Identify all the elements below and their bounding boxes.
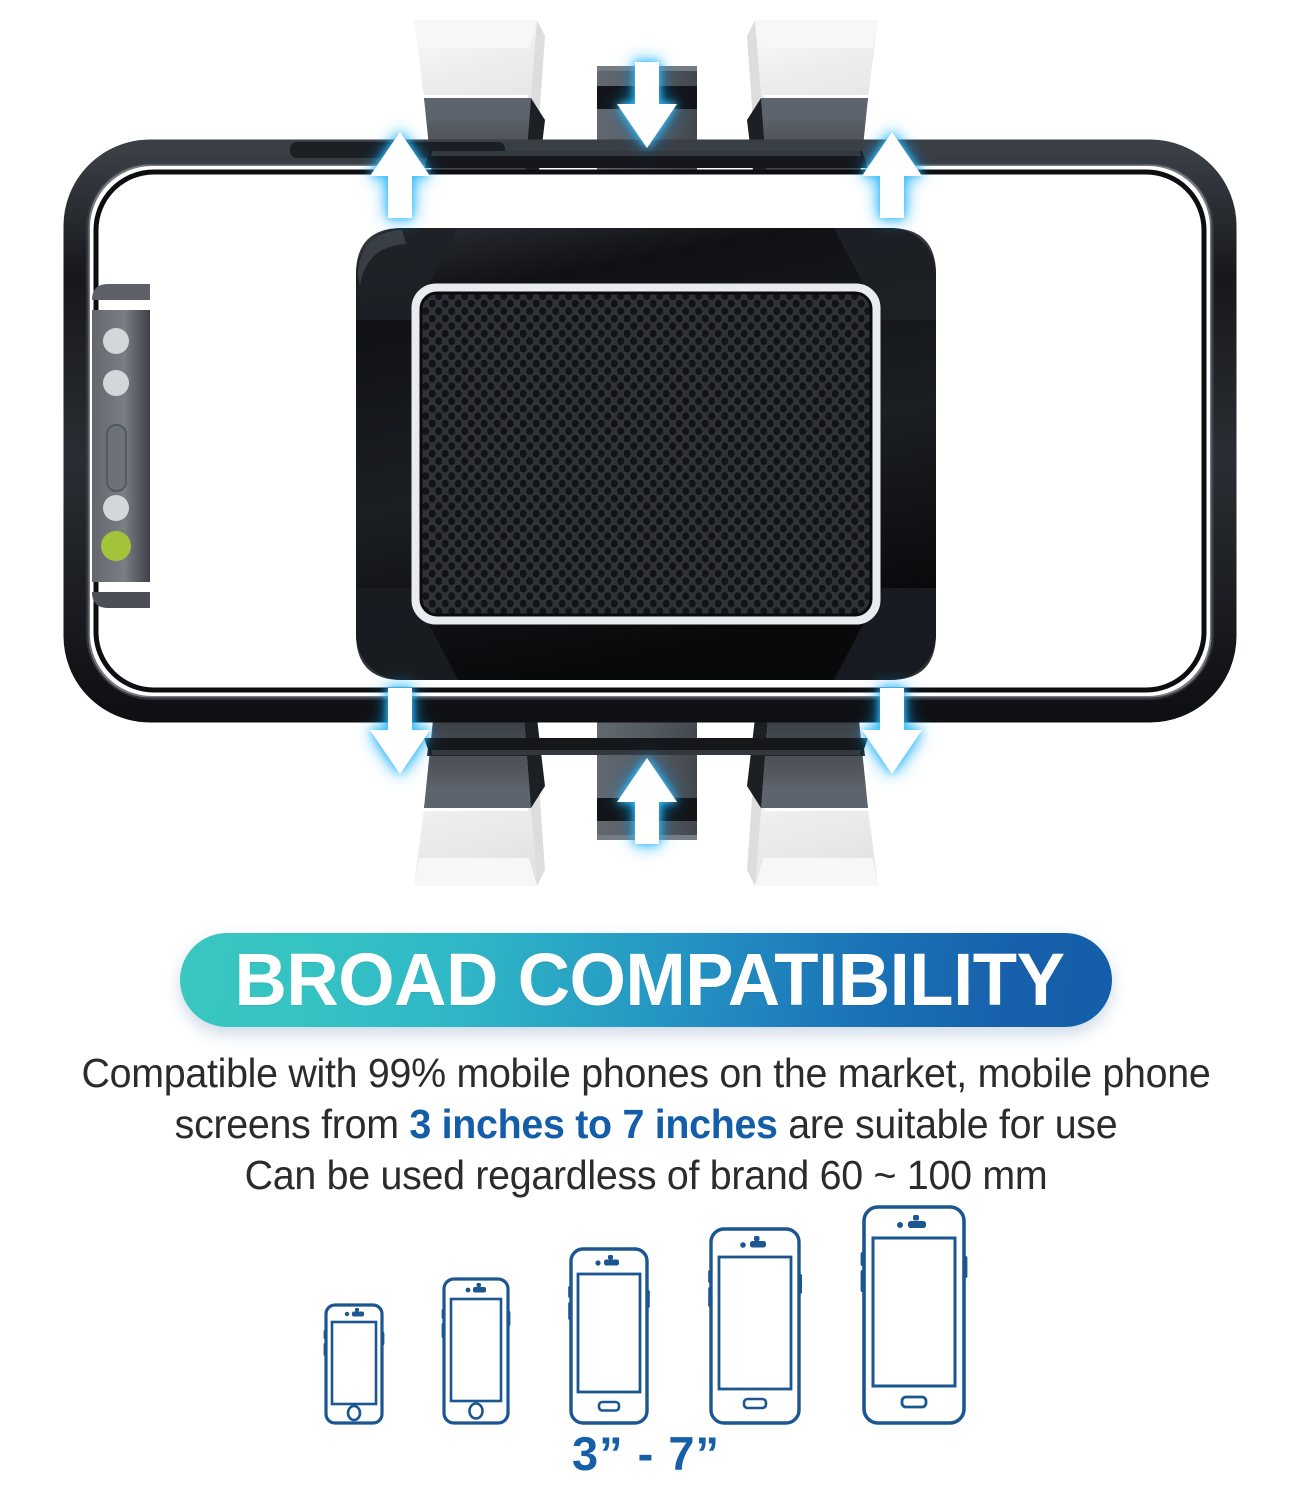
phone-size-1-icon <box>323 1303 385 1425</box>
description-line-3: Can be used regardless of brand 60 ~ 100… <box>244 1152 1048 1198</box>
phone-size-3-icon <box>568 1247 650 1425</box>
banner-pill: BROAD COMPATIBILITY <box>179 933 1113 1027</box>
arrow-bottom-left <box>370 688 430 774</box>
broad-compatibility-banner: BROAD COMPATIBILITY <box>0 925 1292 1035</box>
arrow-top-center <box>617 62 677 148</box>
side-slot <box>106 424 127 492</box>
banner-label: BROAD COMPATIBILITY <box>234 938 1064 1021</box>
side-button-1 <box>103 328 129 354</box>
description-line-1: Compatible with 99% mobile phones on the… <box>81 1050 1211 1096</box>
description-line-2-suffix: are suitable for use <box>777 1101 1118 1147</box>
phone-size-4-icon <box>708 1227 802 1425</box>
description-line-2: screens from 3 inches to 7 inches are su… <box>26 1099 1266 1150</box>
description-line-2-prefix: screens from <box>174 1101 410 1147</box>
side-button-2 <box>103 370 129 396</box>
slider-rails <box>424 151 868 755</box>
phone-size-2-icon <box>441 1277 511 1425</box>
phone-size-5-icon <box>860 1205 968 1425</box>
description-block: Compatible with 99% mobile phones on the… <box>0 1048 1292 1201</box>
product-illustration <box>63 20 1237 886</box>
arrow-bottom-center <box>617 758 677 844</box>
grip-pad <box>421 293 871 615</box>
size-range-label: 3” - 7” <box>571 1427 721 1480</box>
size-range-caption: 3” - 7” <box>0 1428 1292 1480</box>
holder-body <box>356 228 936 680</box>
accent-indicator <box>101 531 131 561</box>
motion-arrows <box>370 62 922 844</box>
product-illustration-svg <box>63 20 1237 886</box>
arrow-bottom-right <box>862 688 922 774</box>
side-button-3 <box>103 495 129 521</box>
phone-side-buttons <box>92 284 150 608</box>
grip-pad-trim <box>411 283 881 625</box>
phone-size-scale <box>0 1196 1292 1426</box>
arrow-top-right <box>862 132 922 218</box>
arrow-top-left <box>370 132 430 218</box>
description-size-highlight: 3 inches to 7 inches <box>409 1101 778 1147</box>
